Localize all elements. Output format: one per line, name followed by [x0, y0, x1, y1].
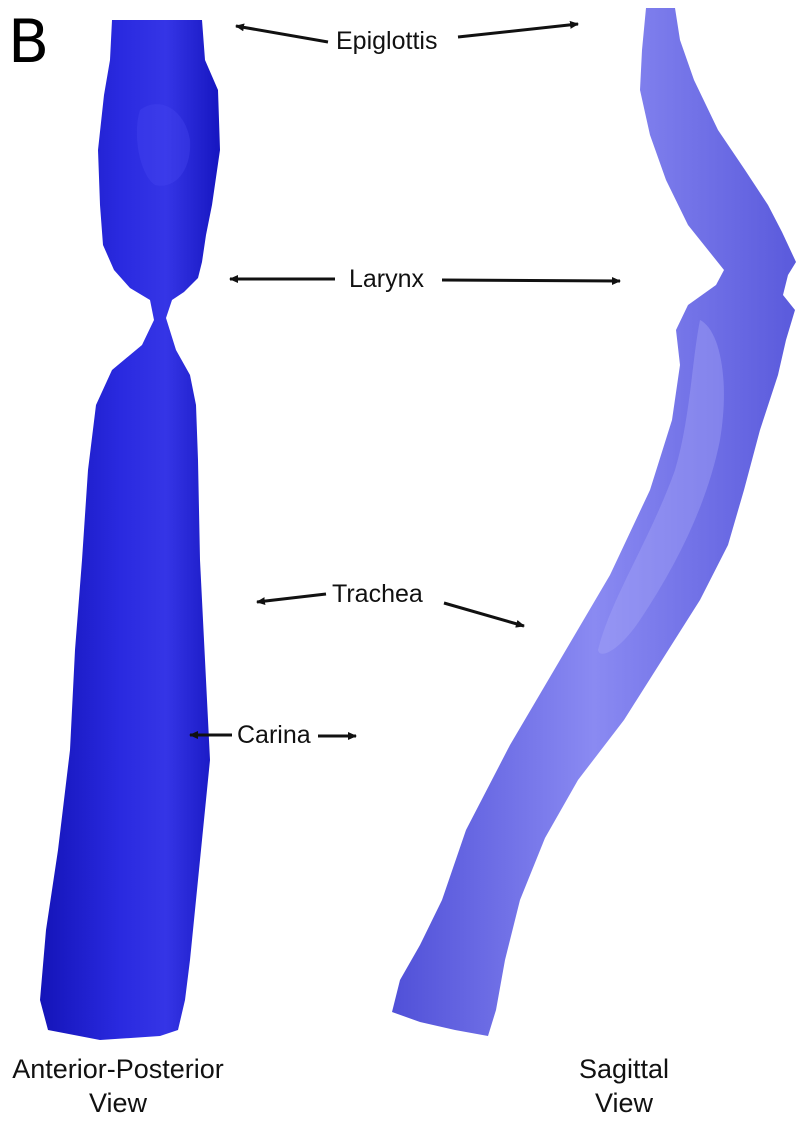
ap-airway-model — [40, 20, 220, 1040]
epiglottis-label: Epiglottis — [336, 27, 437, 55]
trachea-arrow-left — [257, 594, 326, 602]
sagittal-view-caption-line2: View — [595, 1088, 654, 1118]
trachea-arrow-right — [444, 603, 524, 626]
sagittal-airway-model — [392, 8, 796, 1036]
epiglottis-arrow-right — [458, 24, 578, 37]
sagittal-view-caption-line1: Sagittal — [579, 1054, 669, 1084]
carina-label: Carina — [237, 721, 311, 749]
panel-letter: B — [8, 7, 49, 77]
larynx-label: Larynx — [349, 265, 425, 293]
ap-view-caption-line1: Anterior-Posterior — [12, 1054, 224, 1084]
ap-view-caption-line2: View — [89, 1088, 148, 1118]
epiglottis-arrow-left — [236, 26, 328, 42]
trachea-label: Trachea — [332, 580, 423, 608]
larynx-arrow-right — [442, 280, 620, 281]
